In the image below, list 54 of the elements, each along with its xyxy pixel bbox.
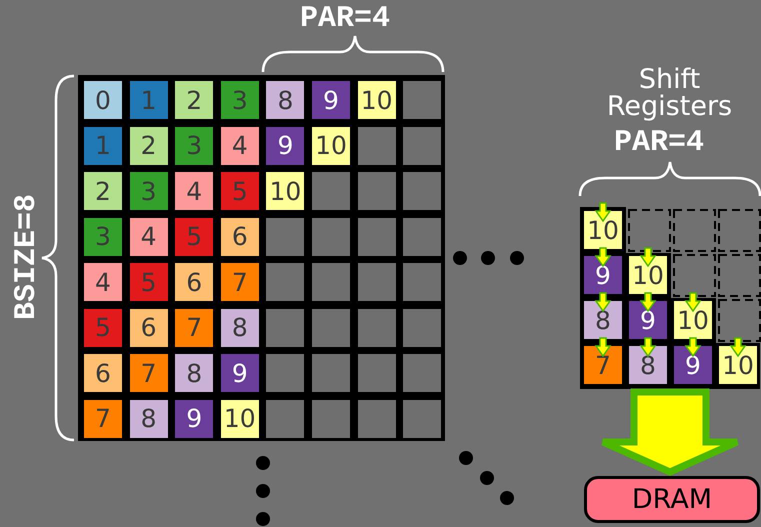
grid-cell: 1 [84,126,122,164]
memory-box: DRAM [584,476,760,523]
grid-cell: 5 [84,308,122,346]
grid-cell: 5 [175,218,214,256]
grid-cell: 5 [220,172,259,210]
grid-cell: 8 [175,354,214,392]
block-arrow [600,388,740,476]
grid-cell: 4 [130,218,168,256]
grid-cell: 3 [130,172,168,210]
grid-cell: 4 [220,126,259,164]
register-cell: 8 [629,346,667,384]
grid-cell: 6 [84,354,122,392]
grid-cell: 0 [84,81,122,119]
register-heading: PAR=4 [614,126,704,160]
grid-cell: 9 [175,400,214,438]
register-cell: 9 [584,256,622,294]
grid-cell: 10 [358,81,396,119]
grid-cell: 10 [266,172,304,210]
register-cell: 10 [674,301,712,339]
axis-label: PAR=4 [300,2,390,36]
register-cell: 8 [584,301,622,339]
register-cell: 10 [719,346,757,384]
register-cell: 7 [584,346,622,384]
grid-cell: 8 [266,81,304,119]
grid-cell: 6 [220,218,259,256]
grid-cell: 2 [84,172,122,210]
grid-cell: 2 [130,126,168,164]
grid-cell: 8 [220,308,259,346]
grid-cell: 7 [130,354,168,392]
grid-cell: 4 [175,172,214,210]
register-cell: 9 [629,301,667,339]
grid-cell: 2 [175,81,214,119]
grid-cell: 9 [220,354,259,392]
grid-cell: 6 [130,308,168,346]
grid-cell: 6 [175,263,214,301]
register-cell: 10 [629,256,667,294]
grid-cell: 9 [266,126,304,164]
grid-cell: 3 [175,126,214,164]
grid-cell: 10 [220,400,259,438]
grid-cell: 4 [84,263,122,301]
register-cell: 10 [584,211,622,249]
grid-cell: 3 [84,218,122,256]
register-cell: 9 [674,346,712,384]
grid-cell: 7 [220,263,259,301]
grid-cell: 5 [130,263,168,301]
grid-cell: 8 [130,400,168,438]
grid-cell: 7 [175,308,214,346]
grid-cell: 1 [130,81,168,119]
grid-cell: 9 [312,81,350,119]
axis-label: BSIZE=8 [10,194,44,320]
grid-cell: 3 [220,81,259,119]
grid-cell: 10 [312,126,350,164]
register-heading: Shift Registers [606,66,734,120]
grid-cell: 7 [84,400,122,438]
